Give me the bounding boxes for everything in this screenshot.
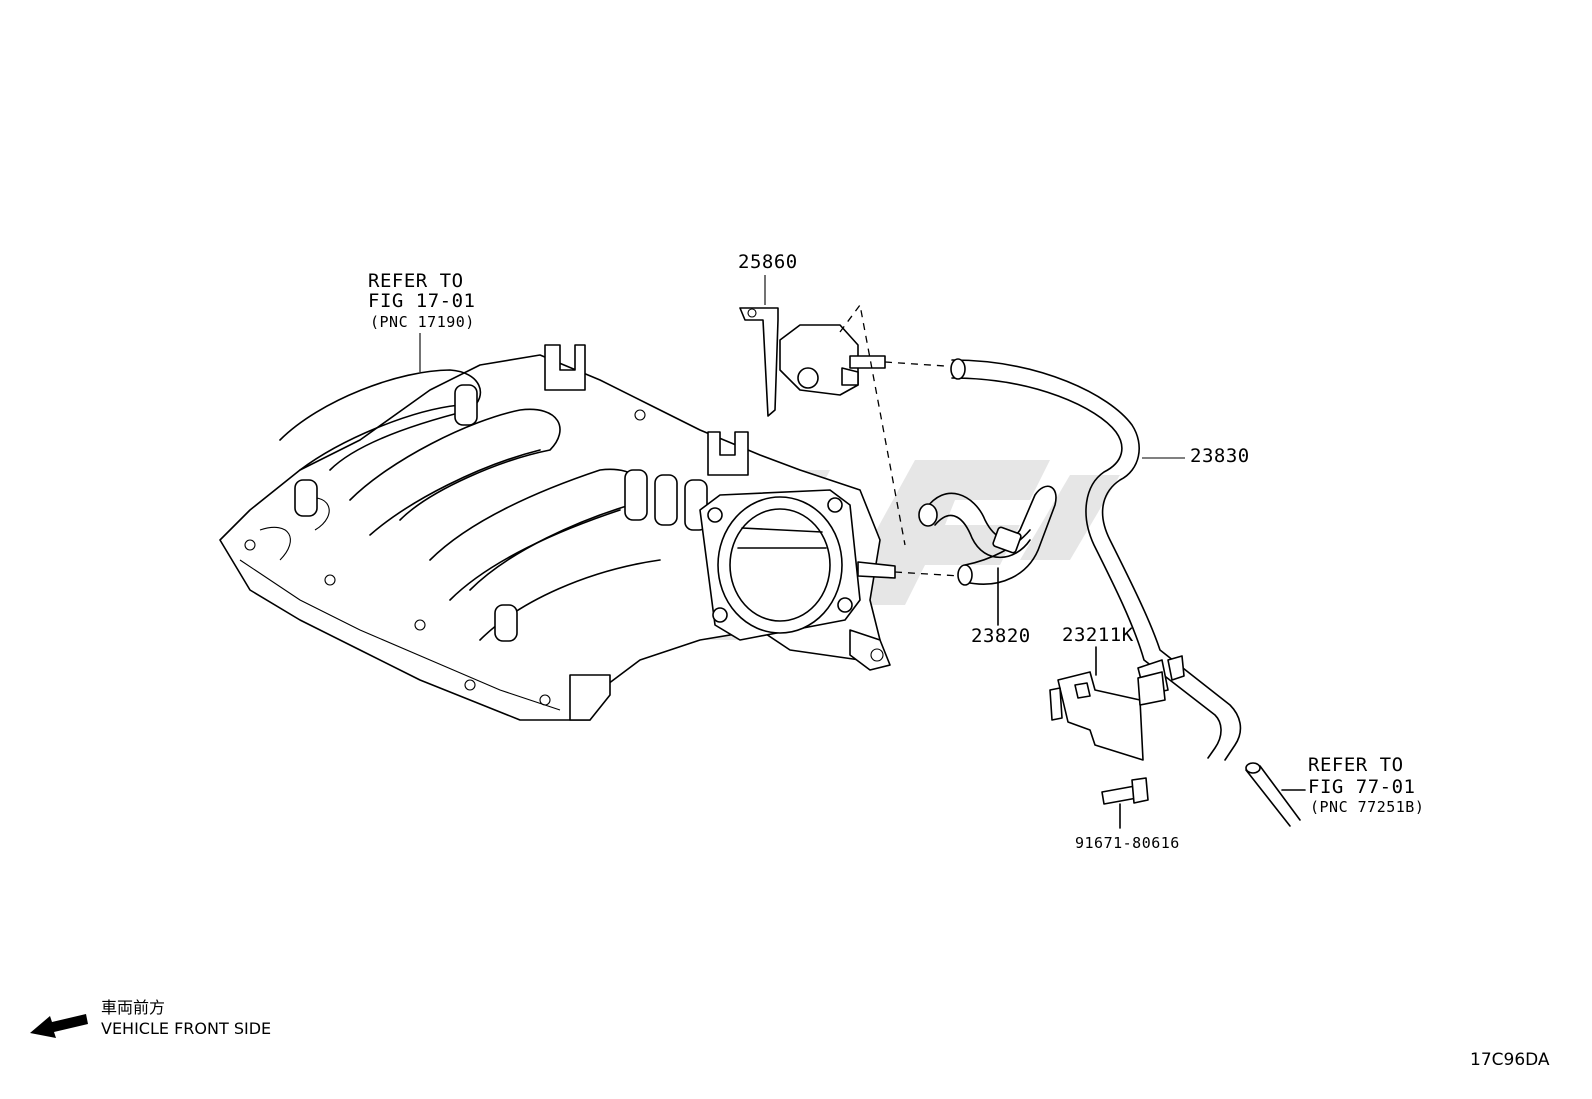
callout-23211k: 23211K xyxy=(1062,624,1134,646)
callout-25860: 25860 xyxy=(738,251,798,273)
manifold-ref-line3: (PNC 17190) xyxy=(370,313,475,331)
manifold-ref-line1: REFER TO xyxy=(368,270,464,292)
part-pipe-77-01 xyxy=(1245,762,1306,827)
callout-23820: 23820 xyxy=(971,625,1031,647)
callout-bolt: 91671-80616 xyxy=(1075,834,1180,852)
part-23820-hose xyxy=(918,485,1057,626)
part-25860-valve xyxy=(739,303,961,577)
pipe-ref-line3: (PNC 77251B) xyxy=(1310,798,1425,816)
arrow-left-icon xyxy=(30,1014,88,1038)
leader-lines xyxy=(419,275,1185,459)
manifold-ref-line2: FIG 17-01 xyxy=(368,290,476,312)
pipe-ref-line2: FIG 77-01 xyxy=(1308,776,1416,798)
callout-23830: 23830 xyxy=(1190,445,1250,467)
intake-manifold xyxy=(219,344,881,721)
pipe-ref-line1: REFER TO xyxy=(1308,754,1404,776)
orientation-label-jp: 車両前方 xyxy=(101,998,166,1017)
part-91671-bolt xyxy=(1101,777,1149,829)
part-23211k-bracket xyxy=(1049,646,1166,761)
throttle-body xyxy=(699,489,896,671)
orientation-label-en: VEHICLE FRONT SIDE xyxy=(101,1019,272,1038)
figure-code: 17C96DA xyxy=(1470,1050,1550,1070)
